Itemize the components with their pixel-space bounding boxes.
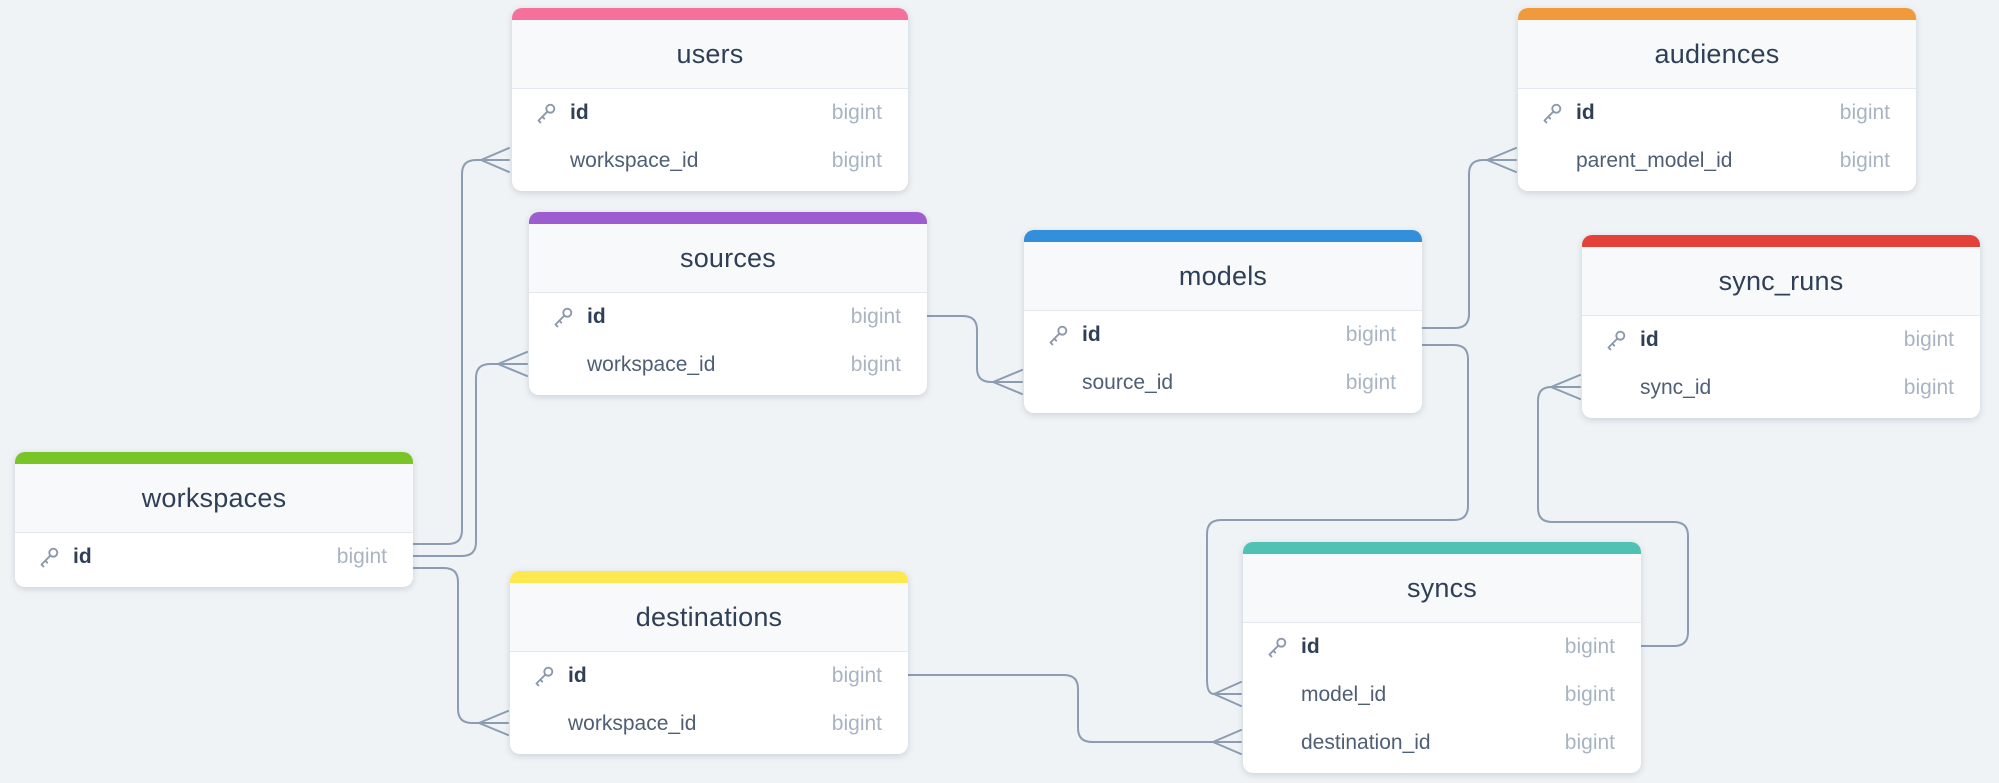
table-title: audiences — [1518, 20, 1916, 89]
field-row: workspace_id bigint — [529, 341, 927, 389]
field-name: id — [1576, 101, 1595, 124]
field-type: bigint — [1839, 149, 1890, 172]
field-type: bigint — [831, 664, 882, 687]
field-row: id bigint — [15, 533, 413, 581]
field-row: workspace_id bigint — [510, 700, 908, 748]
table-accent-bar — [1024, 230, 1422, 242]
field-name: sync_id — [1640, 376, 1712, 399]
table-models[interactable]: models id bigint source_id bigint — [1024, 230, 1422, 413]
field-name: workspace_id — [570, 149, 699, 172]
field-name: id — [587, 305, 606, 328]
field-type: bigint — [1564, 731, 1615, 754]
table-title: sources — [529, 224, 927, 293]
relationship-line-destinations-syncs — [907, 674, 1242, 755]
field-row: model_id bigint — [1243, 671, 1641, 719]
field-name: id — [570, 101, 589, 124]
primary-key-icon — [37, 545, 61, 569]
table-title: models — [1024, 242, 1422, 311]
field-type: bigint — [1903, 376, 1954, 399]
relationship-line-workspaces-users — [412, 147, 510, 545]
table-audiences[interactable]: audiences id bigint parent_model_id bigi… — [1518, 8, 1916, 191]
field-name: id — [73, 545, 92, 568]
table-syncs[interactable]: syncs id bigint model_id bigint destinat… — [1243, 542, 1641, 773]
field-name: workspace_id — [587, 353, 716, 376]
table-sources[interactable]: sources id bigint workspace_id bigint — [529, 212, 927, 395]
table-title: destinations — [510, 583, 908, 652]
field-type: bigint — [1903, 328, 1954, 351]
primary-key-icon — [1265, 635, 1289, 659]
primary-key-icon — [532, 664, 556, 688]
field-type: bigint — [1839, 101, 1890, 124]
field-row: id bigint — [510, 652, 908, 700]
field-name: source_id — [1082, 371, 1174, 394]
field-name: parent_model_id — [1576, 149, 1733, 172]
table-workspaces[interactable]: workspaces id bigint — [15, 452, 413, 587]
field-row: id bigint — [1518, 89, 1916, 137]
field-row: id bigint — [529, 293, 927, 341]
field-type: bigint — [831, 101, 882, 124]
relationship-line-workspaces-sources — [412, 351, 528, 557]
table-accent-bar — [1518, 8, 1916, 20]
field-row: id bigint — [1024, 311, 1422, 359]
table-sync-runs[interactable]: sync_runs id bigint sync_id bigint — [1582, 235, 1980, 418]
field-row: workspace_id bigint — [512, 137, 908, 185]
table-users[interactable]: users id bigint workspace_id bigint — [512, 8, 908, 191]
field-name: workspace_id — [568, 712, 697, 735]
field-name: model_id — [1301, 683, 1387, 706]
field-type: bigint — [831, 712, 882, 735]
table-accent-bar — [510, 571, 908, 583]
primary-key-icon — [551, 305, 575, 329]
field-row: source_id bigint — [1024, 359, 1422, 407]
field-type: bigint — [831, 149, 882, 172]
table-title: sync_runs — [1582, 247, 1980, 316]
table-accent-bar — [1243, 542, 1641, 554]
field-type: bigint — [850, 353, 901, 376]
table-accent-bar — [512, 8, 908, 20]
table-title: workspaces — [15, 464, 413, 533]
field-row: id bigint — [1582, 316, 1980, 364]
primary-key-icon — [1604, 328, 1628, 352]
primary-key-icon — [1540, 101, 1564, 125]
field-name: id — [1301, 635, 1320, 658]
primary-key-icon — [1046, 323, 1070, 347]
field-type: bigint — [1564, 683, 1615, 706]
field-type: bigint — [1345, 323, 1396, 346]
field-type: bigint — [1564, 635, 1615, 658]
field-row: id bigint — [512, 89, 908, 137]
relationship-line-sources-models — [926, 315, 1023, 395]
field-row: parent_model_id bigint — [1518, 137, 1916, 185]
relationship-line-workspaces-destinations — [412, 567, 509, 736]
field-row: destination_id bigint — [1243, 719, 1641, 767]
field-name: id — [1640, 328, 1659, 351]
table-destinations[interactable]: destinations id bigint workspace_id bigi… — [510, 571, 908, 754]
table-accent-bar — [1582, 235, 1980, 247]
field-row: id bigint — [1243, 623, 1641, 671]
field-type: bigint — [1345, 371, 1396, 394]
table-title: syncs — [1243, 554, 1641, 623]
field-type: bigint — [850, 305, 901, 328]
table-accent-bar — [15, 452, 413, 464]
relationship-line-models-audiences — [1421, 147, 1517, 329]
field-name: id — [568, 664, 587, 687]
field-name: destination_id — [1301, 731, 1431, 754]
primary-key-icon — [534, 101, 558, 125]
field-type: bigint — [336, 545, 387, 568]
table-title: users — [512, 20, 908, 89]
field-row: sync_id bigint — [1582, 364, 1980, 412]
table-accent-bar — [529, 212, 927, 224]
field-name: id — [1082, 323, 1101, 346]
